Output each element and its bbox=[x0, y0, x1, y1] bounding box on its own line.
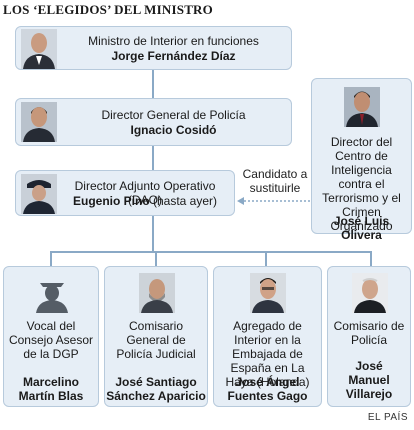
cito-director-box: Director del Centro de Inteligencia cont… bbox=[311, 78, 412, 242]
connector-main-vertical bbox=[152, 216, 154, 252]
silhouette-icon bbox=[34, 273, 70, 313]
portrait-cito-director bbox=[344, 87, 380, 127]
portrait-director-general bbox=[21, 102, 57, 142]
subordinate-box-4: Comisario de Policía José Manuel Villare… bbox=[327, 266, 411, 407]
subordinate-1-name: Marcelino Martín Blas bbox=[18, 375, 84, 403]
director-general-role: Director General de Policía bbox=[101, 108, 246, 122]
subordinate-box-3: Agregado de Interior en la Embajada de E… bbox=[213, 266, 322, 407]
connector-drop bbox=[155, 251, 157, 266]
chart-title: LOS ‘ELEGIDOS’ DEL MINISTRO bbox=[3, 2, 213, 17]
portrait-subordinate-2 bbox=[139, 273, 175, 313]
subordinate-box-1: Vocal del Consejo Asesor de la DGP Marce… bbox=[3, 266, 99, 407]
portrait-subordinate-3 bbox=[250, 273, 286, 313]
dao-name: Eugenio Pino bbox=[72, 194, 150, 208]
connector-drop bbox=[370, 251, 372, 266]
director-general-box: Director General de Policía Ignacio Cosi… bbox=[15, 98, 292, 146]
dao-role: Director Adjunto Operativo (DAO) bbox=[74, 179, 216, 207]
subordinate-3-role: Agregado de Interior en la Embajada de E… bbox=[225, 319, 310, 389]
source-credit: EL PAÍS bbox=[367, 412, 408, 423]
subordinate-2-name: José Santiago Sánchez Aparicio bbox=[106, 375, 206, 403]
subordinate-1-role: Vocal del Consejo Asesor de la DGP bbox=[8, 319, 94, 361]
portrait-subordinate-4 bbox=[352, 273, 388, 313]
minister-role: Ministro de Interior en funciones bbox=[88, 34, 259, 48]
minister-name: Jorge Fernández Díaz bbox=[111, 49, 236, 63]
portrait-minister bbox=[21, 29, 57, 69]
subordinate-box-2: Comisario General de Policía Judicial Jo… bbox=[104, 266, 208, 407]
subordinate-4-name: José Manuel Villarejo bbox=[345, 359, 393, 401]
connector-horizontal bbox=[50, 251, 372, 253]
connector-drop bbox=[50, 251, 52, 266]
connector-main-vertical bbox=[152, 70, 154, 98]
dao-box: Director Adjunto Operativo (DAO) Eugenio… bbox=[15, 170, 235, 216]
cito-director-name: José Luis Olivera bbox=[333, 214, 390, 242]
subordinate-3-name: José Ángel Fuentes Gago bbox=[227, 375, 308, 403]
connector-drop bbox=[265, 251, 267, 266]
candidate-arrow bbox=[237, 197, 311, 205]
candidate-note: Candidato a sustituirle bbox=[242, 167, 308, 195]
director-general-name: Ignacio Cosidó bbox=[130, 123, 217, 137]
connector-main-vertical bbox=[152, 146, 154, 170]
dao-name-suffix: (hasta ayer) bbox=[149, 194, 218, 208]
cito-director-role: Director del Centro de Inteligencia cont… bbox=[322, 135, 401, 233]
subordinate-2-role: Comisario General de Policía Judicial bbox=[116, 319, 196, 361]
subordinate-4-role: Comisario de Policía bbox=[333, 319, 405, 347]
minister-box: Ministro de Interior en funciones Jorge … bbox=[15, 26, 292, 70]
portrait-dao bbox=[21, 174, 57, 214]
